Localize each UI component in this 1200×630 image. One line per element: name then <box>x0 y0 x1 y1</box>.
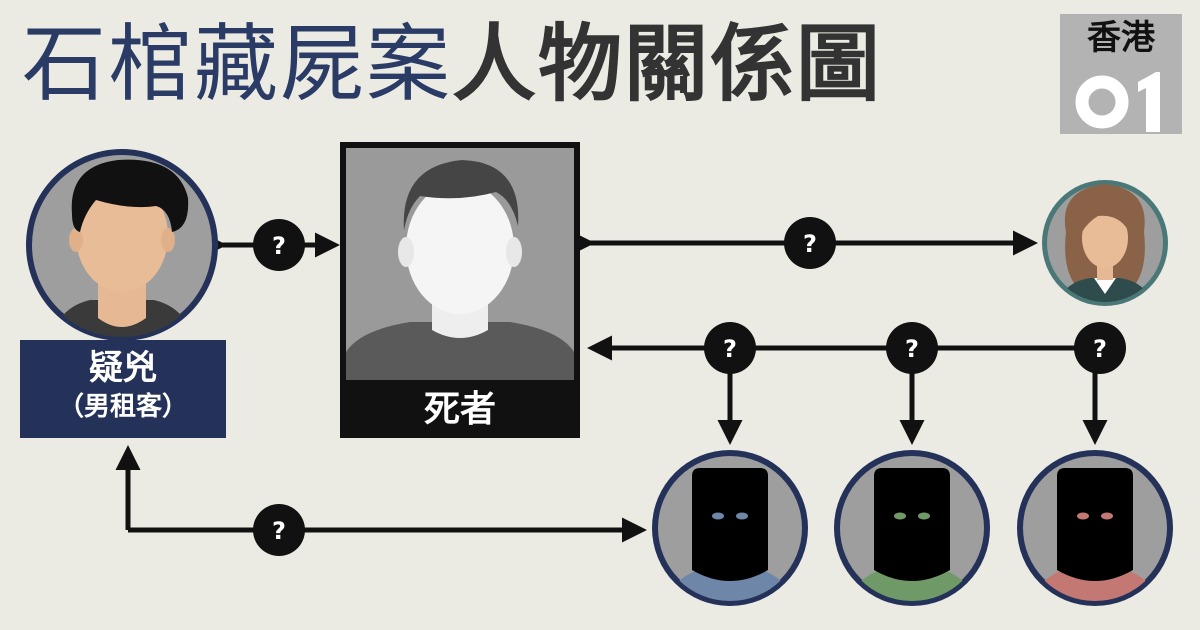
title-bold: 人物關係圖 <box>452 15 883 113</box>
relation-marker-suspect-victim: ? <box>253 219 305 271</box>
suspect-label: 疑兇 （男租客） <box>20 340 226 438</box>
relation-marker-victim-woman: ? <box>784 217 836 269</box>
relation-marker-unknown-red: ? <box>1074 322 1126 374</box>
unknown-person-red <box>1017 450 1173 606</box>
hk01-logo: 香港 <box>1060 14 1182 134</box>
logo-text: 香港 <box>1087 18 1155 58</box>
title-light: 石棺藏屍案 <box>22 15 453 113</box>
svg-text:?: ? <box>905 335 919 363</box>
relation-marker-suspect-unknown: ? <box>253 504 305 556</box>
woman-avatar <box>1042 180 1168 306</box>
svg-text:?: ? <box>272 232 286 260</box>
svg-text:?: ? <box>1093 335 1107 363</box>
unknown-person-blue <box>652 450 808 606</box>
suspect-label-sub: （男租客） <box>57 392 188 422</box>
svg-text:?: ? <box>723 335 737 363</box>
page-title: 石棺藏屍案人物關係圖 <box>22 14 882 114</box>
suspect-label-main: 疑兇 <box>89 348 157 388</box>
svg-text:?: ? <box>803 230 817 258</box>
svg-text:?: ? <box>272 517 286 545</box>
suspect-avatar <box>26 149 218 341</box>
unknown-person-green <box>834 450 990 606</box>
logo-01-mark <box>1075 72 1160 132</box>
relation-marker-unknown-green: ? <box>886 322 938 374</box>
victim-label: 死者 <box>340 382 580 438</box>
relation-marker-unknown-blue: ? <box>704 322 756 374</box>
